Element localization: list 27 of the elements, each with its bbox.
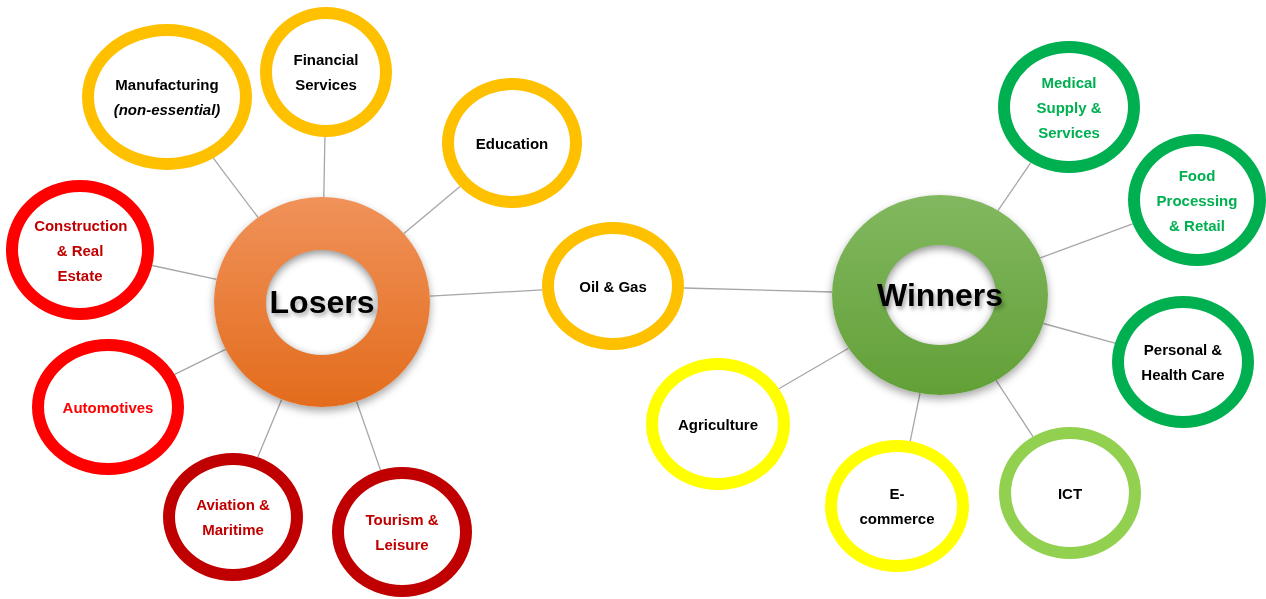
sector-label: Tourism & Leisure: [364, 510, 440, 555]
sector-label: ICT: [1057, 483, 1083, 504]
connector-line: [429, 289, 543, 297]
connector-line: [995, 379, 1034, 438]
sector-label: Aviation & Maritime: [195, 495, 271, 540]
connector-line: [323, 136, 326, 198]
connector-line: [1042, 322, 1116, 344]
connector-line: [173, 348, 227, 375]
sector-label: Agriculture: [678, 414, 758, 435]
hub-label: Losers: [269, 284, 375, 320]
sector-label: E-commerce: [858, 484, 936, 529]
sector-label: Manufacturing (non-essential): [113, 75, 221, 120]
connector-line: [909, 392, 921, 442]
sector-label: Financial Services: [292, 50, 360, 95]
connector-line: [683, 287, 833, 293]
connector-line: [778, 347, 850, 390]
connector-line: [1039, 223, 1134, 259]
sector-label: Personal & Health Care: [1140, 340, 1226, 385]
sector-label: Construction & Real Estate: [34, 215, 126, 286]
sector-label: Education: [475, 133, 549, 154]
sector-label: Food Processing & Retail: [1155, 165, 1239, 236]
sector-label: Medical Supply & Services: [1035, 72, 1103, 143]
sector-label: Automotives: [62, 397, 154, 418]
connector-line: [403, 185, 461, 235]
sector-label: Oil & Gas: [579, 276, 647, 297]
connector-line: [355, 400, 382, 471]
connector-line: [257, 398, 283, 458]
